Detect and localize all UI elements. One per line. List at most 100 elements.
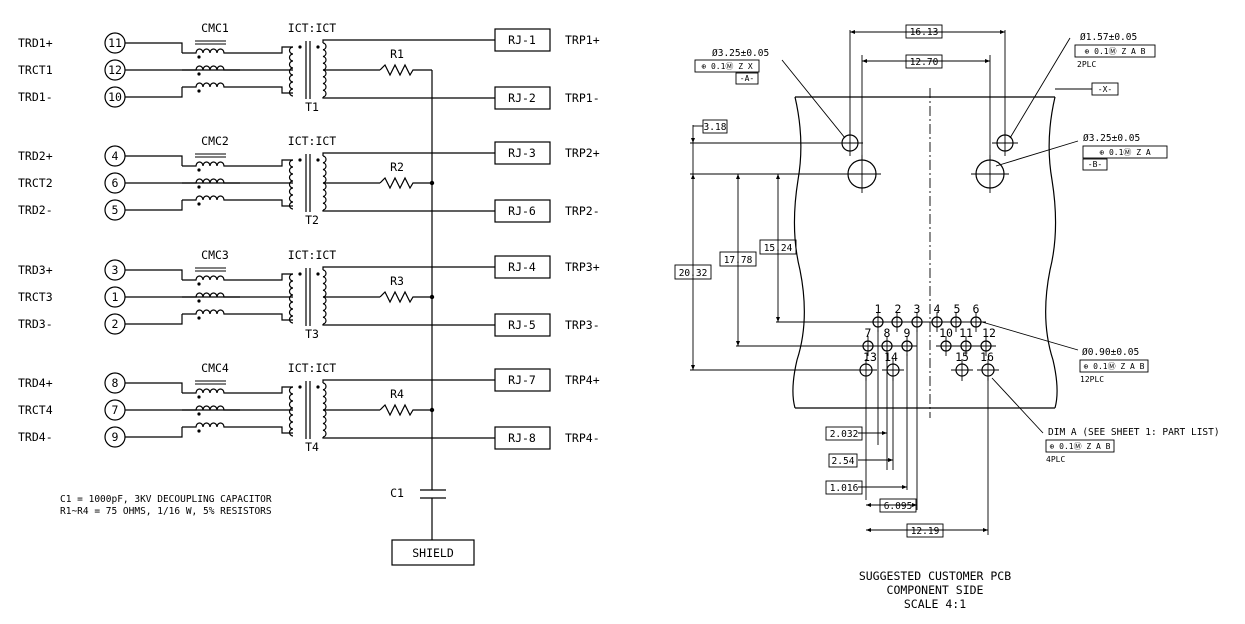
rj-signal-label: TRP4- [565,431,600,445]
signal-label: TRD3+ [18,263,53,277]
dim-3-18-box [702,119,728,134]
dim-12-70: 12.70 [910,57,939,68]
primary-winding [288,159,294,210]
dimension-arrow [983,528,988,532]
pin-number: 3 [914,302,921,316]
callout-dim-a: DIM A (SEE SHEET 1: PART LIST) [1048,427,1220,438]
pin-number: 8 [112,376,119,390]
rj-pin-label: RJ-4 [508,260,536,274]
dim-12-19: 12.19 [911,526,940,537]
polarity-dot [298,385,302,389]
polarity-dot [316,385,320,389]
pin-number: 12 [108,63,122,77]
rj-pin-box [494,426,551,450]
dim-2-032-box [825,426,863,441]
pin-number: 4 [934,302,941,316]
callout-pin-hole: Ø0.90±0.05 [1082,347,1139,358]
ict-label: ICT:ICT [288,361,337,375]
dim-15-24: 15.24 [764,243,793,254]
rj-pin-label: RJ-7 [508,373,536,387]
wire [322,437,495,439]
polarity-dot [298,272,302,276]
dimension-arrow [691,138,695,143]
dimension-arrow [776,317,780,322]
polarity-dot [197,72,201,76]
signal-label: TRD3- [18,317,53,331]
cmc-winding [182,82,240,88]
wire [125,382,183,393]
cmc-winding [182,388,240,394]
pin-number: 2 [895,302,902,316]
callout-a-datum: -A- [740,74,754,83]
wire [240,386,293,394]
dim-2-032: 2.032 [830,429,859,440]
rj-pin-label: RJ-6 [508,204,536,218]
cmc-label: CMC2 [201,134,229,148]
break-line [792,96,805,409]
polarity-dot [197,429,201,433]
dim-17-78: 17.78 [724,255,753,266]
rj-pin-box [494,313,551,337]
polarity-dot [197,55,201,59]
rj-pin-box [494,141,551,165]
pin-number: 3 [112,263,119,277]
pin-number: 5 [112,203,119,217]
signal-label: TRD1- [18,90,53,104]
pin-number: 6 [973,302,980,316]
cmc-winding [182,405,240,411]
primary-winding [288,273,294,324]
dim-17-78-box [719,251,757,267]
transformer-label: T2 [305,213,319,227]
dimension-arrow [866,528,871,532]
transformer-label: T1 [305,100,319,114]
caption-line-3: SCALE 4:1 [904,597,966,611]
wire [322,324,495,326]
polarity-dot [197,282,201,286]
polarity-dot [197,316,201,320]
callout-x-datum: -X- [1098,85,1112,94]
dimension-arrow [691,365,695,370]
pin-number: 9 [904,326,911,340]
cmc-winding [182,292,240,298]
dim-16-13-box [905,24,943,39]
signal-label: TRD1+ [18,36,53,50]
dim-20-32: 20.32 [679,268,708,279]
callout-pin-fcf: ⊕ 0.1Ⓜ Z A B [1084,362,1145,371]
pin-number: 11 [108,36,122,50]
cmc-winding [182,195,240,201]
leader [1009,37,1071,139]
wire [322,152,495,156]
rj-signal-label: TRP3- [565,318,600,332]
polarity-dot [197,202,201,206]
dim-3-18: 3.18 [704,122,727,133]
callout-dim-a-fcf-box [1045,439,1115,453]
dimension-arrow [882,431,887,435]
wire [125,314,183,325]
pin-number: 1 [875,302,882,316]
note-resistors: R1~R4 = 75 OHMS, 1/16 W, 5% RESISTORS [60,506,272,517]
polarity-dot [197,395,201,399]
rj-pin-box [494,368,551,392]
pin-number: 10 [108,90,122,104]
pin-number: 1 [112,290,119,304]
callout-b-hole: Ø3.25±0.05 [1083,133,1140,144]
resistor [379,403,432,417]
note-capacitor: C1 = 1000pF, 3KV DECOUPLING CAPACITOR [60,494,272,505]
shield-box [391,539,475,566]
cmc-winding [182,65,240,71]
rj-pin-label: RJ-8 [508,431,536,445]
polarity-dot [298,158,302,162]
primary-winding [288,46,294,97]
dimension-arrow [985,59,990,63]
callout-b-fcf: ⊕ 0.1Ⓜ Z A [1099,148,1151,157]
cmc-winding [182,422,240,428]
dimension-arrow [736,341,740,346]
rj-pin-label: RJ-1 [508,33,536,47]
wire [240,86,293,94]
callout-small-qty: 2PLC [1077,60,1096,69]
wire [240,46,293,54]
